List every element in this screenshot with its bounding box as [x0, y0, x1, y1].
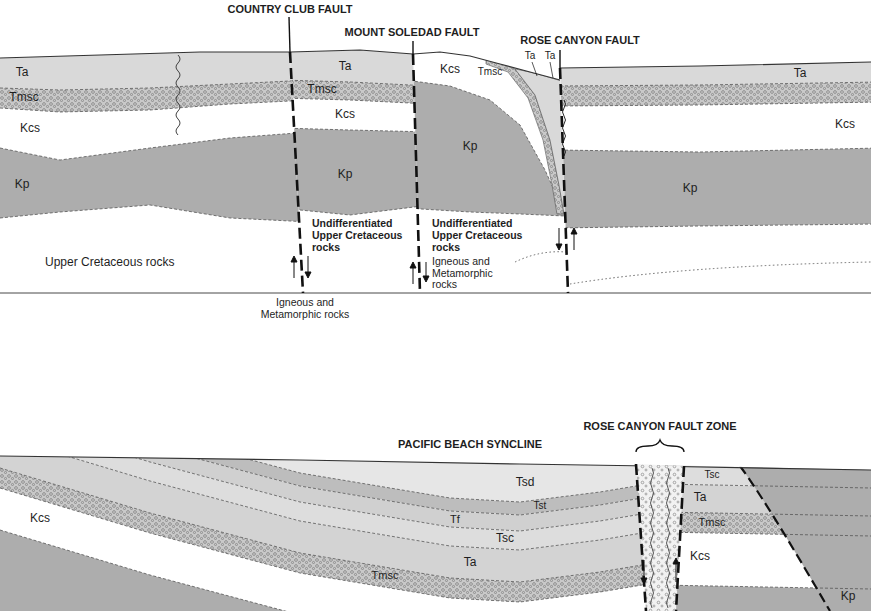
formation-label: Ta — [694, 491, 707, 504]
fault-block — [0, 0, 310, 222]
formation-label: Tmsc — [699, 516, 726, 528]
formation-label: Kp — [15, 178, 30, 191]
formation-label: Tsc — [496, 532, 514, 545]
formation-label: Kcs — [335, 108, 355, 121]
formation-label: Ta — [525, 50, 536, 61]
formation-label: Kp — [463, 140, 478, 153]
ground-surface — [0, 456, 871, 470]
fault-zone — [636, 440, 684, 611]
bracket — [636, 440, 684, 452]
formation-label: Tf — [450, 513, 460, 525]
ground-surface — [0, 50, 871, 293]
rock-unit-label: Undifferentiated Upper Cretaceous rocks — [312, 218, 408, 253]
formation-label: Tmsc — [9, 91, 38, 104]
formation-label: Kcs — [690, 550, 710, 563]
formation-label: Tmsc — [478, 66, 502, 77]
fault-block — [405, 58, 566, 262]
formation-label: Ta — [16, 66, 29, 79]
formation-label: Tsc — [705, 469, 720, 480]
formation-label: Tmsc — [372, 569, 399, 581]
formation-label: Kp — [683, 182, 698, 195]
formation-label: Ta — [339, 60, 352, 73]
rock-unit-label: Undifferentiated Upper Cretaceous rocks — [432, 218, 528, 253]
structure-name: PACIFIC BEACH SYNCLINE — [398, 438, 542, 450]
formation-label: Ta — [794, 67, 807, 80]
formation-label: Kcs — [835, 118, 855, 131]
formation-label: Tsd — [516, 476, 535, 489]
formation-label: Ta — [464, 556, 477, 569]
formation-label: Ta — [545, 50, 556, 61]
formation-label: Kp — [841, 590, 856, 603]
formation-label: Kcs — [20, 122, 40, 135]
formation-label: Kp — [338, 168, 353, 181]
structure-name: MOUNT SOLEDAD FAULT — [345, 26, 480, 38]
rock-unit-label: Igneous and Metamorphic rocks — [249, 297, 361, 320]
fault-line — [289, 17, 568, 293]
syncline-strata — [0, 380, 660, 611]
structure-name: ROSE CANYON FAULT — [520, 34, 640, 46]
formation-label: Kcs — [440, 63, 460, 76]
formation-label: Kcs — [30, 512, 50, 525]
formation-label: Tst — [534, 500, 547, 511]
formation-label: Tmsc — [307, 83, 336, 96]
structure-name: ROSE CANYON FAULT ZONE — [583, 420, 736, 432]
rock-unit-label: Upper Cretaceous rocks — [45, 256, 174, 269]
rock-unit-label: Igneous and Metamorphic rocks — [432, 256, 520, 291]
structure-name: COUNTRY CLUB FAULT — [227, 3, 352, 15]
